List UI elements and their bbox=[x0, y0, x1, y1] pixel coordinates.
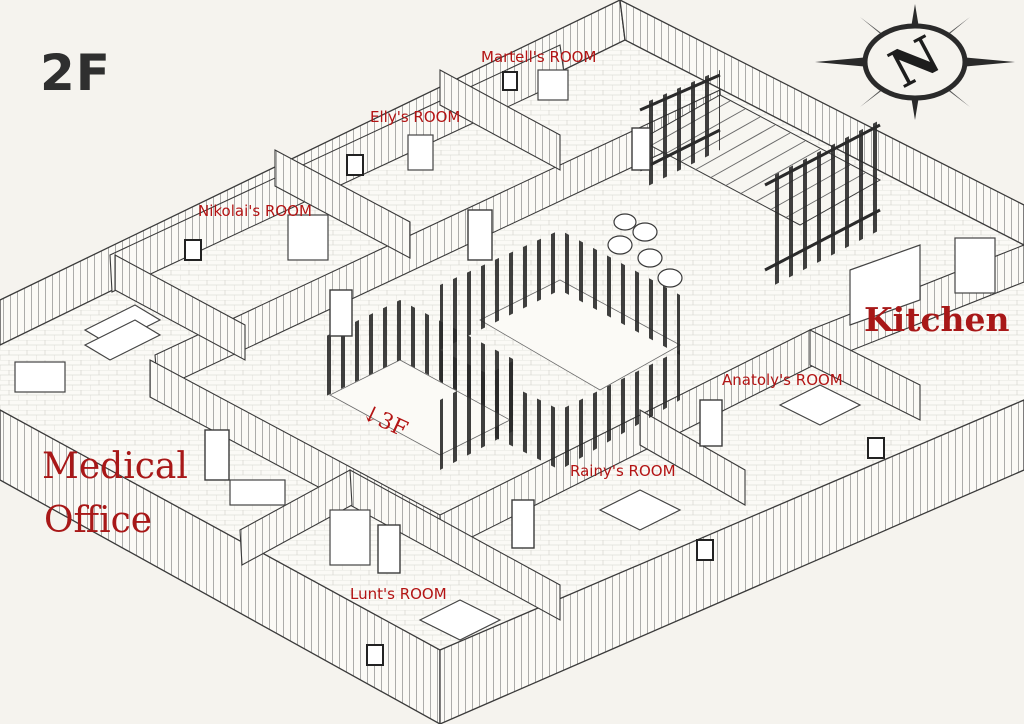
outer-wall-northeast bbox=[619, 0, 1024, 246]
interior-walls-south-rooms bbox=[149, 244, 1024, 621]
room-label-medical-line2: Office bbox=[44, 500, 153, 541]
window-icons bbox=[184, 71, 885, 666]
floor-title: 2F bbox=[40, 44, 111, 102]
room-label-anatoly: Anatoly's ROOM bbox=[722, 371, 843, 389]
outer-wall-southwest bbox=[0, 409, 441, 724]
door-icons bbox=[204, 127, 723, 574]
outer-wall-southeast bbox=[439, 399, 1024, 724]
fence-stairs-left bbox=[639, 70, 721, 190]
furniture-beds bbox=[83, 304, 862, 641]
room-label-martell: Martell's ROOM bbox=[481, 48, 597, 66]
fence-stairwell-down bbox=[318, 300, 515, 470]
room-label-elly: Elly's ROOM bbox=[370, 108, 461, 126]
room-label-rainy: Rainy's ROOM bbox=[570, 462, 676, 480]
compass-rose-icon: N bbox=[815, 4, 1015, 120]
room-label-nikolai: Nikolai's ROOM bbox=[198, 202, 312, 220]
room-label-lunt: Lunt's ROOM bbox=[350, 585, 447, 603]
room-label-medical-line1: Medical bbox=[42, 446, 188, 487]
fence-stairs-right bbox=[764, 120, 881, 290]
interior-walls-north-rooms bbox=[109, 44, 723, 391]
room-label-kitchen: Kitchen bbox=[864, 300, 1010, 339]
barrels bbox=[607, 213, 683, 288]
furniture-desks-shelves bbox=[14, 69, 996, 566]
